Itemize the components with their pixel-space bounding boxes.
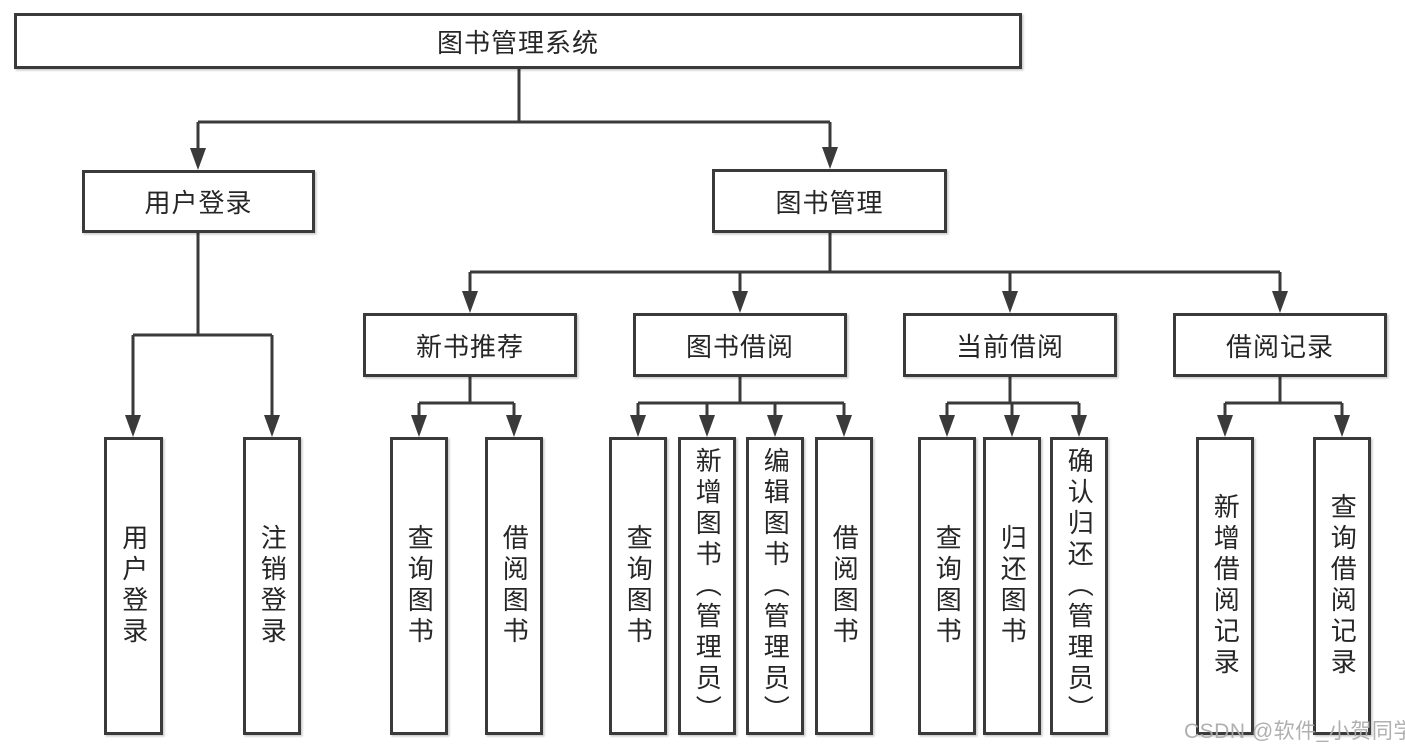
leaf-borrowing-edit-books-admin: 编辑图书（管理员）	[746, 437, 804, 735]
node-label: 用户登录	[118, 524, 149, 648]
node-label: 借阅图书	[499, 524, 530, 648]
node-label: 图书管理	[775, 187, 884, 218]
node-label: 查询借阅记录	[1327, 493, 1358, 679]
connector-login-to-children	[131, 233, 274, 417]
connector-current-to-children	[945, 377, 1081, 417]
node-label: 当前借阅	[955, 331, 1064, 362]
leaf-current-query-books: 查询图书	[918, 437, 976, 735]
node-label: 借阅记录	[1225, 331, 1334, 362]
node-label: 用户登录	[144, 188, 253, 218]
connector-recommend-to-children	[417, 377, 516, 417]
leaf-borrowing-borrow-books: 借阅图书	[815, 437, 873, 735]
leaf-current-return-books: 归还图书	[983, 437, 1041, 735]
connector-mgmt-to-level3	[468, 233, 1282, 293]
connector-records-to-children	[1223, 377, 1344, 417]
node-label: 新增借阅记录	[1210, 493, 1241, 679]
leaf-logout: 注销登录	[243, 437, 301, 735]
leaf-current-confirm-return-admin: 确认归还（管理员）	[1050, 437, 1108, 735]
node-label: 注销登录	[257, 524, 288, 648]
node-label: 确认归还（管理员）	[1064, 446, 1095, 726]
node-new-book-recommend: 新书推荐	[363, 313, 577, 377]
node-book-borrowing: 图书借阅	[633, 313, 847, 377]
leaf-recommend-query-books: 查询图书	[390, 437, 448, 735]
leaf-records-add-record: 新增借阅记录	[1196, 437, 1254, 735]
leaf-borrowing-query-books: 查询图书	[609, 437, 667, 735]
node-label: 查询图书	[932, 524, 963, 648]
node-label: 查询图书	[404, 524, 435, 648]
node-root: 图书管理系统	[14, 13, 1022, 69]
node-label: 查询图书	[623, 524, 654, 648]
node-label: 图书管理系统	[436, 27, 599, 58]
arrowheads	[125, 147, 1350, 437]
connector-borrowing-to-children	[636, 377, 846, 417]
node-label: 新书推荐	[415, 331, 524, 362]
node-label: 新增图书（管理员）	[692, 446, 723, 726]
node-borrow-records: 借阅记录	[1173, 313, 1387, 377]
node-label: 归还图书	[997, 524, 1028, 648]
leaf-records-query-record: 查询借阅记录	[1313, 437, 1371, 735]
node-book-management: 图书管理	[712, 169, 947, 233]
leaf-borrowing-add-books-admin: 新增图书（管理员）	[678, 437, 736, 735]
leaf-recommend-borrow-books: 借阅图书	[485, 437, 543, 735]
connector-root-to-level2	[196, 69, 832, 150]
csdn-watermark: CSDN @软件_小贺同学	[1184, 720, 1405, 743]
node-label: 借阅图书	[829, 524, 860, 648]
node-label: 编辑图书（管理员）	[760, 446, 791, 726]
node-current-borrowing: 当前借阅	[903, 313, 1117, 377]
leaf-user-login: 用户登录	[104, 437, 163, 735]
node-user-login: 用户登录	[82, 170, 315, 233]
node-label: 图书借阅	[685, 331, 794, 362]
